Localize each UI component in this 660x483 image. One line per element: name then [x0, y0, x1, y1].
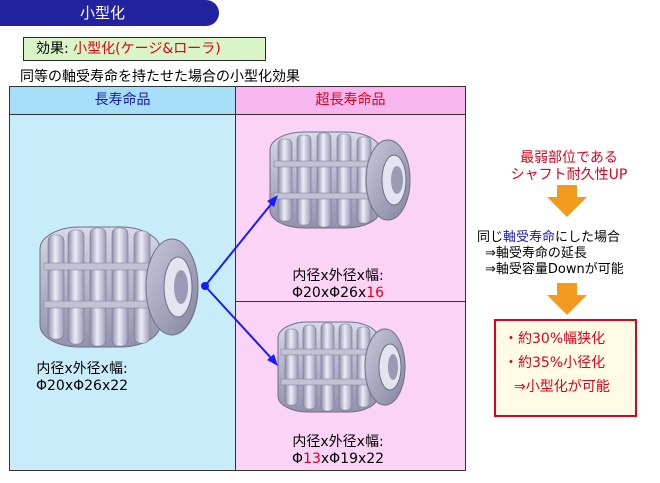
effect-box: 効果: 小型化(ケージ&ローラ): [23, 37, 266, 61]
upper-dimension-label: 内径x外径x幅: Φ20xΦ26x16: [292, 268, 385, 301]
extra-long-life-header: 超長寿命品: [236, 87, 465, 115]
bearing-diagram: [39, 131, 411, 413]
bearing-left-icon: [39, 226, 199, 348]
column-divider: [235, 87, 236, 470]
bearing-lower-right-icon: [277, 321, 406, 413]
same-life-text: 同じ軸受寿命にした場合 ⇒軸受寿命の延長 ⇒軸受容量Downが可能: [477, 230, 624, 277]
effect-prefix: 効果:: [36, 41, 74, 57]
effect-value: 小型化(ケージ&ローラ): [73, 41, 221, 57]
bearing-upper-right-icon: [269, 131, 411, 229]
down-arrow-icon: [547, 283, 587, 315]
down-arrow-icon: [547, 185, 587, 217]
long-life-header: 長寿命品: [10, 87, 235, 115]
weakest-part-text: 最弱部位である シャフト耐久性UP: [510, 150, 628, 183]
comparison-panel: 長寿命品 超長寿命品: [9, 86, 466, 471]
lower-dimension-label: 内径x外径x幅: Φ13xΦ19x22: [292, 434, 385, 467]
branch-arrows: [201, 195, 278, 366]
section-title: 小型化: [0, 0, 219, 26]
row-divider: [236, 301, 465, 302]
result-box: ・約30%幅狭化 ・約35%小径化 ⇒小型化が可能: [494, 319, 637, 417]
subtitle: 同等の軸受寿命を持たせた場合の小型化効果: [20, 69, 300, 85]
left-dimension-label: 内径x外径x幅: Φ20xΦ26x22: [36, 361, 129, 394]
